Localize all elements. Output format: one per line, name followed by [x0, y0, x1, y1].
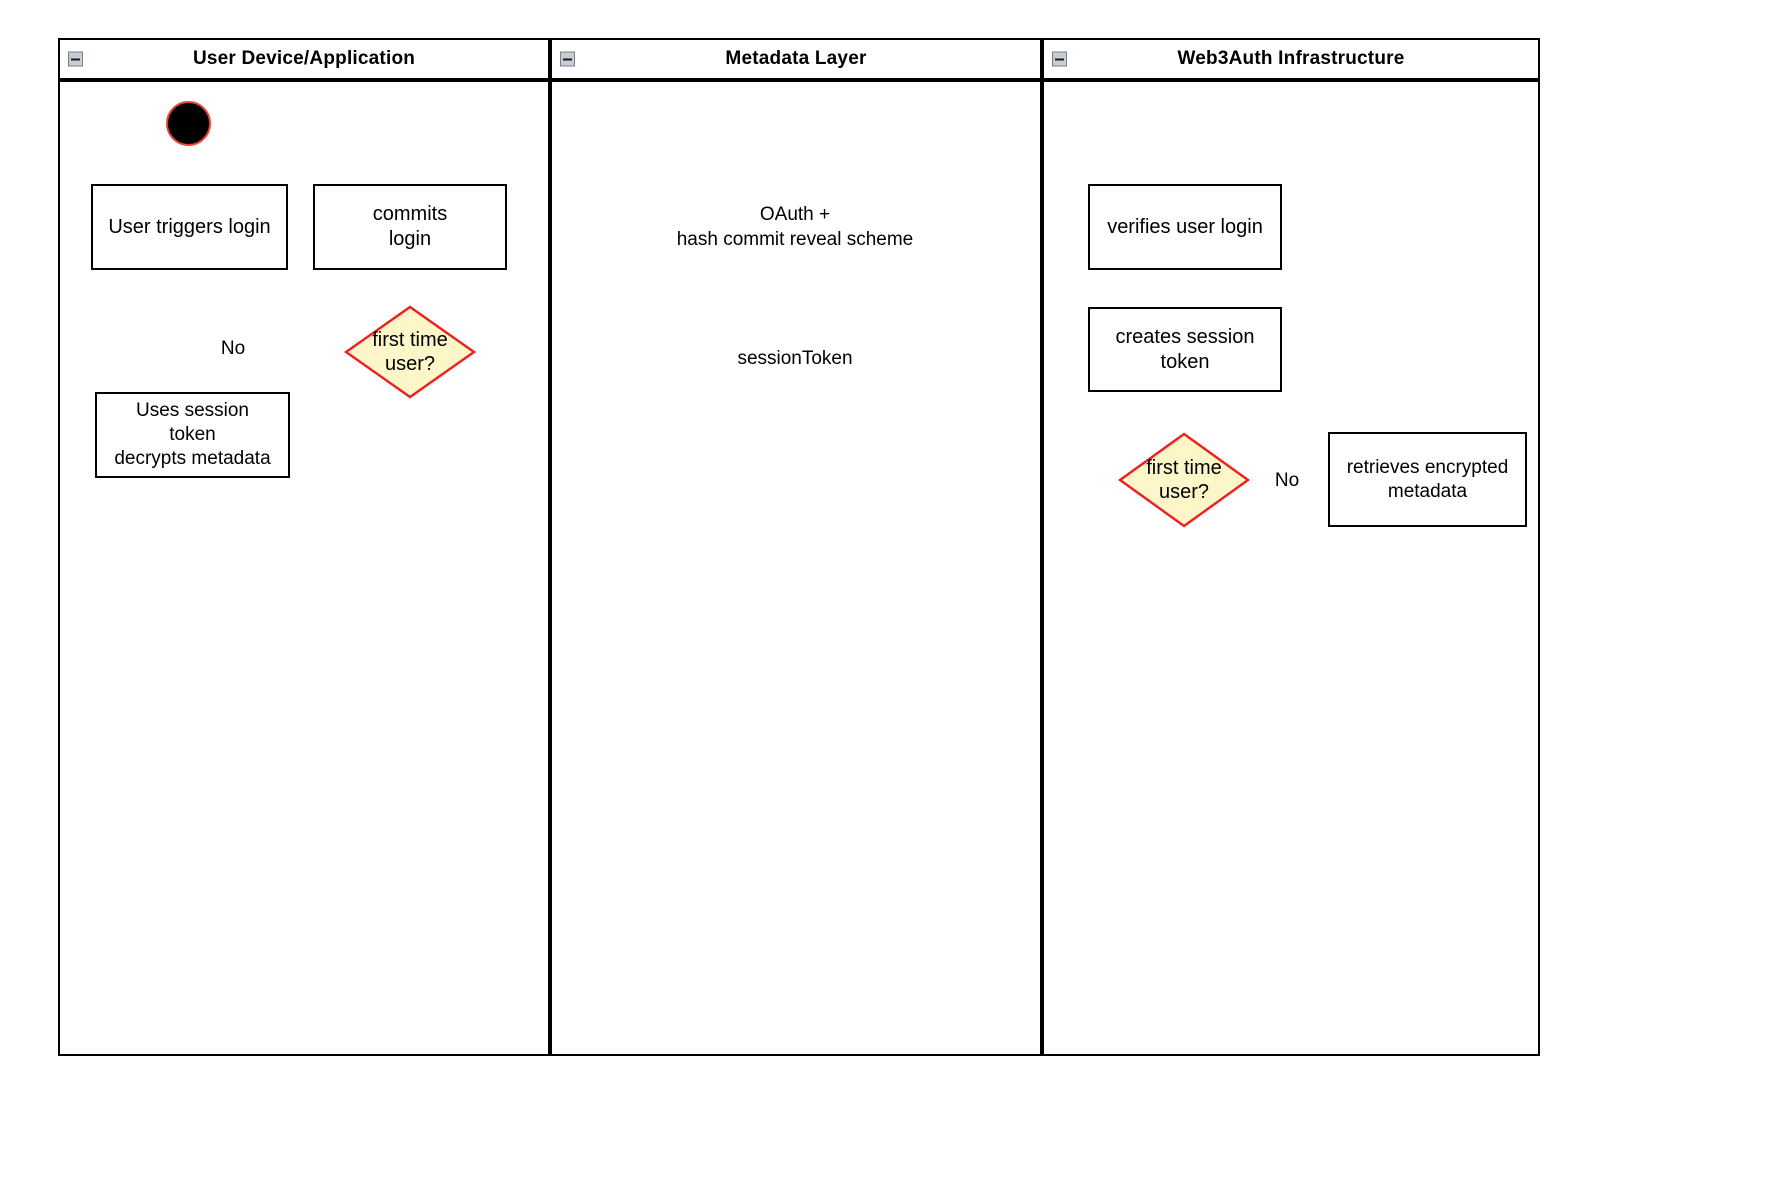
lane-header-metadata[interactable]: Metadata Layer	[550, 38, 1042, 80]
node-retrieves-encrypted-metadata[interactable]: retrieves encrypted metadata	[1328, 432, 1527, 527]
node-uses-session-token[interactable]: Uses session token decrypts metadata	[95, 392, 290, 478]
initial-node[interactable]	[166, 101, 211, 146]
node-verifies-user-login[interactable]: verifies user login	[1088, 184, 1282, 270]
collapse-minus-icon[interactable]	[1052, 51, 1067, 67]
edge-label-no-left: No	[203, 337, 263, 362]
decision-label: first time user?	[1146, 456, 1222, 503]
lane-body-metadata	[550, 80, 1042, 1056]
node-user-triggers-login[interactable]: User triggers login	[91, 184, 288, 270]
node-decision-first-time-user-right[interactable]: first time user?	[1117, 432, 1251, 528]
lane-title-web3auth: Web3Auth Infrastructure	[1177, 48, 1405, 69]
lane-header-web3auth[interactable]: Web3Auth Infrastructure	[1042, 38, 1540, 80]
node-decision-first-time-user-left[interactable]: first time user?	[343, 305, 477, 399]
collapse-minus-icon[interactable]	[68, 51, 83, 67]
edge-label-oauth: OAuth + hash commit reveal scheme	[676, 204, 914, 250]
node-creates-session-token[interactable]: creates session token	[1088, 307, 1282, 392]
node-commits-login[interactable]: commits login	[313, 184, 507, 270]
edge-label-no-right: No	[1262, 469, 1312, 494]
decision-label: first time user?	[372, 328, 448, 375]
edge-label-session-token: sessionToken	[737, 348, 853, 369]
lane-title-metadata: Metadata Layer	[725, 48, 867, 69]
lane-title-user-device: User Device/Application	[192, 48, 416, 69]
lane-header-user-device[interactable]: User Device/Application	[58, 38, 550, 80]
collapse-minus-icon[interactable]	[560, 51, 575, 67]
